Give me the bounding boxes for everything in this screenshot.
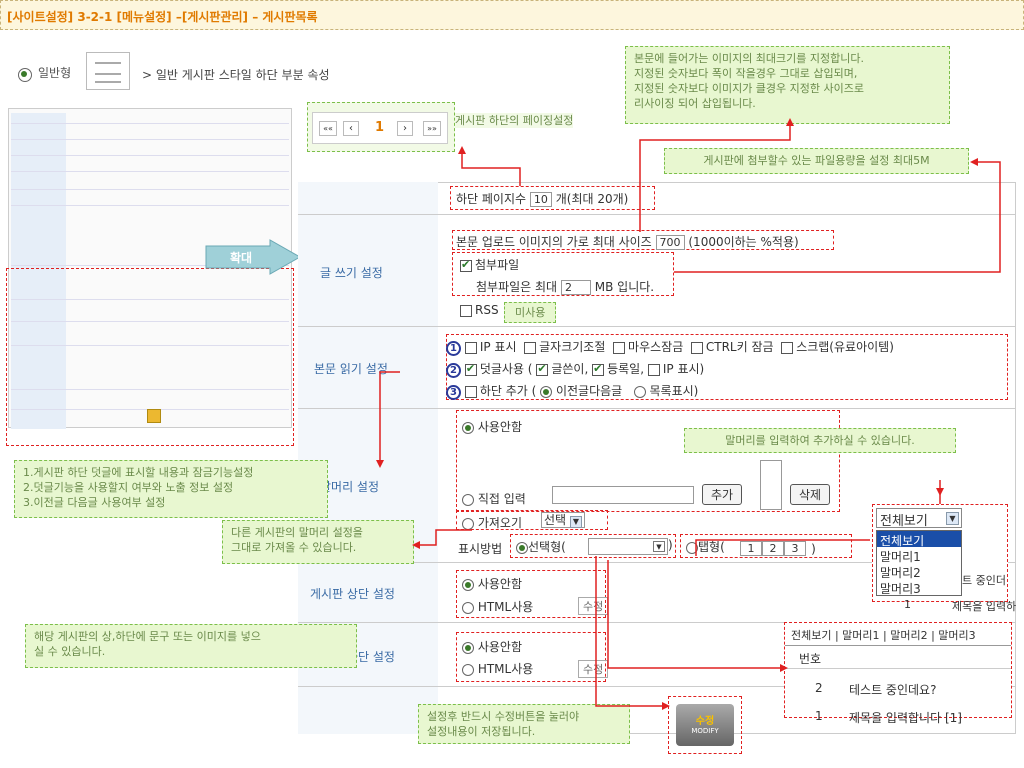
preview-tabs[interactable]: 전체보기 | 말머리1 | 말머리2 | 말머리3: [791, 629, 976, 642]
rss-checkbox-row[interactable]: RSS: [460, 303, 499, 317]
intro-description: > 일반 게시판 스타일 하단 부분 속성: [142, 68, 330, 82]
paging-note: 게시판 하단의 페이징설정: [455, 113, 574, 128]
zoom-label: 확대: [230, 251, 253, 265]
page-title: [사이트설정] 3-2-1 [메뉴설정] –[게시판관리] – 게시판목록: [7, 10, 318, 24]
option-prefix-3[interactable]: 말머리3: [880, 582, 921, 596]
read-row-1: 1 IP 표시 글자크기조절 마우스잠금 CTRL키 잠금 스크랩(유료아이템): [446, 338, 894, 356]
prefix-direct-option[interactable]: 직접 입력: [462, 490, 526, 507]
prefix-import-option[interactable]: 가져오기: [462, 514, 522, 531]
attach-size-row: 첨부파일은 최대 2 MB 입니다.: [476, 280, 655, 295]
prefix-filter-options: 전체보기 말머리1 말머리2 말머리3: [876, 530, 962, 596]
prefix-filter-select[interactable]: 전체보기▼: [876, 508, 962, 529]
import-highlight: [456, 510, 608, 530]
write-settings-label: 글 쓰기 설정: [320, 266, 383, 280]
bottom-edit-button[interactable]: 수정: [578, 660, 609, 678]
attach-highlight: [452, 252, 674, 296]
prefix-settings-label: 말머리 설정: [320, 480, 380, 494]
select-type-highlight: [510, 534, 676, 558]
modify-highlight: [668, 696, 742, 754]
preview-peek-1: 트 중인더: [962, 574, 1006, 587]
top-settings-label: 게시판 상단 설정: [310, 587, 395, 601]
pager-current[interactable]: 1: [375, 120, 385, 135]
style-name: 일반형: [38, 66, 72, 80]
bottom-none-option[interactable]: 사용안함: [462, 638, 522, 655]
preview-row[interactable]: 제목을 입력합니다 [1]: [849, 711, 962, 725]
save-note: 설정후 반드시 수정버튼을 눌러야 설정내용이 저장됩니다.: [418, 704, 630, 744]
page-count-input[interactable]: 10: [529, 192, 552, 207]
top-highlight: [456, 570, 606, 618]
prefix-display-label: 표시방법: [458, 542, 503, 556]
image-size-row: 본문 업로드 이미지의 가로 최대 사이즈 700 (1000이하는 %적용): [456, 235, 799, 250]
prefix-highlight: [456, 410, 840, 512]
bottom-highlight: [456, 632, 606, 682]
option-prefix-1[interactable]: 말머리1: [880, 550, 921, 564]
select-type-dropdown[interactable]: ▼: [588, 538, 668, 555]
attach-checkbox-row[interactable]: 첨부파일: [460, 256, 519, 273]
prefix-import-select[interactable]: 선택 ▼: [541, 512, 585, 528]
pager: «« ‹ 1 › »»: [312, 112, 448, 144]
top-none-option[interactable]: 사용안함: [462, 575, 522, 592]
prefix-list-box[interactable]: [760, 460, 782, 510]
preview-peek-2: 제목을 입력하: [952, 600, 1017, 613]
style-preview-icon: [86, 52, 130, 90]
tab-type-highlight: [680, 534, 852, 558]
bottom-html-option[interactable]: HTML사용: [462, 660, 533, 677]
option-prefix-2[interactable]: 말머리2: [880, 566, 921, 580]
tab-type-option[interactable]: 탭형(: [686, 538, 725, 555]
prefix-delete-button[interactable]: 삭제: [790, 484, 831, 505]
option-all[interactable]: 전체보기: [877, 531, 961, 548]
import-prefix-note: 다른 게시판의 말머리 설정을 그대로 가져올 수 있습니다.: [222, 520, 414, 564]
thumbnail-highlight: [6, 268, 294, 446]
attach-size-input[interactable]: 2: [560, 280, 591, 295]
page-header: [사이트설정] 3-2-1 [메뉴설정] –[게시판관리] – 게시판목록: [0, 0, 1024, 30]
paging-row: 하단 페이지수 10 개(최대 20개): [456, 192, 629, 207]
unused-note: 미사용: [504, 302, 557, 323]
select-type-option[interactable]: 선택형(: [516, 538, 566, 555]
read-row-3: 3 하단 추가 ( 이전글다음글 목록표시): [446, 382, 698, 400]
modify-button[interactable]: 수정 MODIFY: [676, 704, 734, 746]
read-row-2: 2 덧글사용 ( 글쓴이, 등록일, IP 표시): [446, 360, 704, 378]
attach-note: 게시판에 첨부할수 있는 파일용량을 설정 최대5M: [664, 148, 969, 174]
board-preview: 전체보기 | 말머리1 | 말머리2 | 말머리3 번호 2 테스트 중인데요?…: [784, 622, 1012, 725]
read-settings-note: 1.게시판 하단 덧글에 표시할 내용과 잠금기능설정 2.덧글기능을 사용할지…: [14, 460, 328, 518]
pager-next[interactable]: ›: [397, 121, 413, 136]
prefix-text-input[interactable]: [552, 486, 694, 504]
image-size-highlight: [452, 230, 834, 250]
header-footer-note: 해당 게시판의 상,하단에 문구 또는 이미지를 넣으 실 수 있습니다.: [25, 624, 357, 668]
pager-first[interactable]: ««: [319, 121, 337, 136]
top-html-option[interactable]: HTML사용: [462, 598, 533, 615]
prefix-none-option[interactable]: 사용안함: [462, 418, 522, 435]
pager-last[interactable]: »»: [423, 121, 441, 136]
paging-row-highlight: [450, 186, 655, 210]
image-size-note: 본문에 들어가는 이미지의 최대크기를 지정합니다. 지정된 숫자보다 폭이 작…: [625, 46, 950, 124]
image-width-input[interactable]: 700: [655, 235, 685, 250]
read-settings-label: 본문 읽기 설정: [314, 362, 388, 376]
pager-prev[interactable]: ‹: [343, 121, 359, 136]
style-radio[interactable]: [18, 64, 32, 83]
preview-col-no: 번호: [799, 652, 822, 666]
preview-row[interactable]: 테스트 중인데요?: [849, 683, 937, 697]
prefix-add-button[interactable]: 추가: [702, 484, 743, 505]
zoom-arrow: [205, 239, 302, 275]
prefix-input-note: 말머리를 입력하여 추가하실 수 있습니다.: [684, 428, 956, 453]
